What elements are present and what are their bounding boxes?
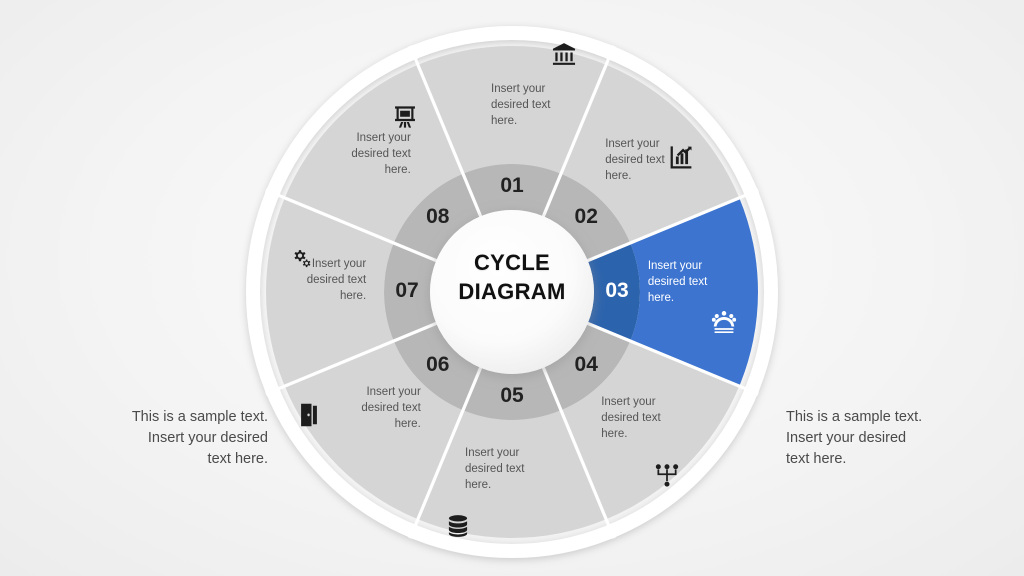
outer-ring-node[interactable] xyxy=(743,185,759,201)
bar-chart-icon xyxy=(668,144,694,170)
bank-icon xyxy=(551,41,577,67)
hierarchy-icon xyxy=(654,462,680,488)
side-note-right: This is a sample text. Insert your desir… xyxy=(786,409,923,468)
wheel-inner-segment-02[interactable] xyxy=(543,173,631,261)
wheel-outer-segment-06[interactable] xyxy=(284,340,464,520)
wheel-inner-segment-08[interactable] xyxy=(393,173,481,261)
segment-divider xyxy=(282,195,439,263)
outer-ring-node[interactable] xyxy=(603,45,619,61)
database-icon xyxy=(445,513,471,539)
wheel-segments-group xyxy=(266,45,758,538)
wheel-inner-segment-07[interactable] xyxy=(384,243,437,341)
segment-number-07: 07 xyxy=(395,279,419,302)
segment-number-05: 05 xyxy=(500,384,524,407)
wheel-outer-segment-05[interactable] xyxy=(417,410,607,538)
outer-ring-node[interactable] xyxy=(743,383,759,399)
side-note-left: This is a sample text. Insert your desir… xyxy=(131,409,268,468)
wheel-inner-segment-03[interactable] xyxy=(587,243,640,341)
wheel-inner-segment-06[interactable] xyxy=(393,323,481,411)
wheel-inner-segment-04[interactable] xyxy=(543,323,631,411)
outer-boundary-ring xyxy=(246,26,778,558)
segment-number-02: 02 xyxy=(574,204,598,228)
wheel-outer-segment-07[interactable] xyxy=(266,197,394,387)
segment-text-08: Insert your desired text here. xyxy=(351,131,411,176)
center-hub xyxy=(430,210,594,374)
segment-divider xyxy=(541,62,609,219)
segment-text-07: Insert your desired text here. xyxy=(306,258,367,302)
segment-number-06: 06 xyxy=(426,353,450,377)
wheel-outer-segment-02[interactable] xyxy=(560,64,740,244)
segment-divider xyxy=(282,321,439,389)
segment-text-01: Insert your desired text here. xyxy=(491,83,551,127)
segment-dividers xyxy=(282,62,742,522)
outer-ring-node[interactable] xyxy=(265,383,281,399)
segment-divider xyxy=(415,365,483,522)
wheel-outer-segment-04[interactable] xyxy=(560,340,740,520)
segment-text-03: Insert your desired text here. xyxy=(647,260,708,304)
segment-text-02: Insert your desired text here. xyxy=(605,137,665,182)
team-meeting-icon xyxy=(711,309,737,335)
outer-ring-node[interactable] xyxy=(603,523,619,539)
segment-divider xyxy=(541,365,609,522)
outer-ring-nodes xyxy=(265,45,759,539)
segment-text-06: Insert your desired text here. xyxy=(361,386,421,430)
segment-number-01: 01 xyxy=(500,174,524,197)
outer-ring-node[interactable] xyxy=(265,185,281,201)
segment-text-05: Insert your desired text here. xyxy=(465,446,525,491)
wheel-outer-segment-01[interactable] xyxy=(417,45,607,174)
segment-number-08: 08 xyxy=(426,204,450,228)
outer-ring-node[interactable] xyxy=(405,45,421,61)
wheel-inner-segment-01[interactable] xyxy=(463,163,561,217)
center-title: CYCLE DIAGRAM xyxy=(458,250,566,305)
wheel-outer-segment-08[interactable] xyxy=(284,64,464,244)
segment-number-03: 03 xyxy=(605,279,629,302)
outer-ring-node[interactable] xyxy=(405,523,421,539)
segment-divider xyxy=(415,62,483,219)
door-icon xyxy=(296,402,322,428)
segment-text-04: Insert your desired text here. xyxy=(601,396,661,440)
segment-number-04: 04 xyxy=(574,353,598,377)
segment-divider xyxy=(585,321,742,389)
wheel-inner-segment-05[interactable] xyxy=(463,367,561,420)
gears-icon xyxy=(287,245,313,271)
easel-board-icon xyxy=(392,104,418,130)
segment-divider xyxy=(585,195,742,263)
wheel-outer-segment-03[interactable] xyxy=(630,197,758,387)
